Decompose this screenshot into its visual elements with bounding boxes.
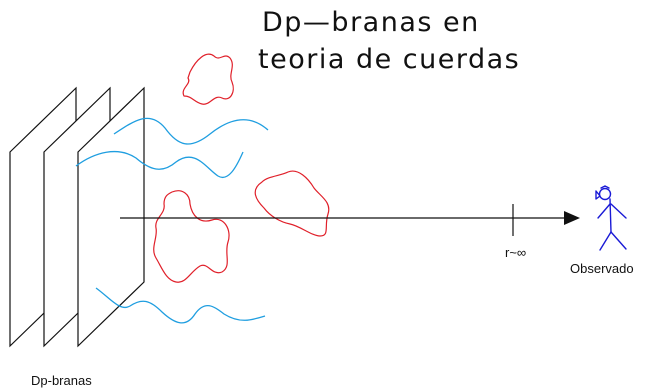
open-string-1 <box>113 117 269 145</box>
observer-leg-left <box>599 231 612 251</box>
branes-label: Dp-branas <box>31 373 92 388</box>
diagram-title-line-2: teoria de cuerdas <box>258 44 520 75</box>
closed-string-3 <box>254 170 330 237</box>
diagram-title-line-1: Dp—branas en <box>262 7 480 38</box>
open-strings <box>75 117 269 324</box>
observer-arm-right <box>610 203 627 219</box>
open-string-2 <box>75 150 244 178</box>
observer-arm-left <box>597 203 611 219</box>
observer-hair <box>600 185 610 189</box>
axis-arrowhead <box>564 211 580 225</box>
distance-label: r~∞ <box>505 245 526 260</box>
brane-front <box>77 86 145 348</box>
closed-strings <box>153 53 330 283</box>
observer-label: Observado <box>570 261 634 276</box>
observer-figure <box>595 185 627 251</box>
closed-string-2 <box>153 190 230 283</box>
observer-head <box>598 187 612 201</box>
observer-eye-lens <box>595 190 601 200</box>
open-string-3 <box>95 287 266 324</box>
observer-leg-right <box>610 231 627 250</box>
radial-axis <box>120 204 580 236</box>
brane-stack <box>9 86 145 348</box>
closed-string-1 <box>182 53 234 105</box>
